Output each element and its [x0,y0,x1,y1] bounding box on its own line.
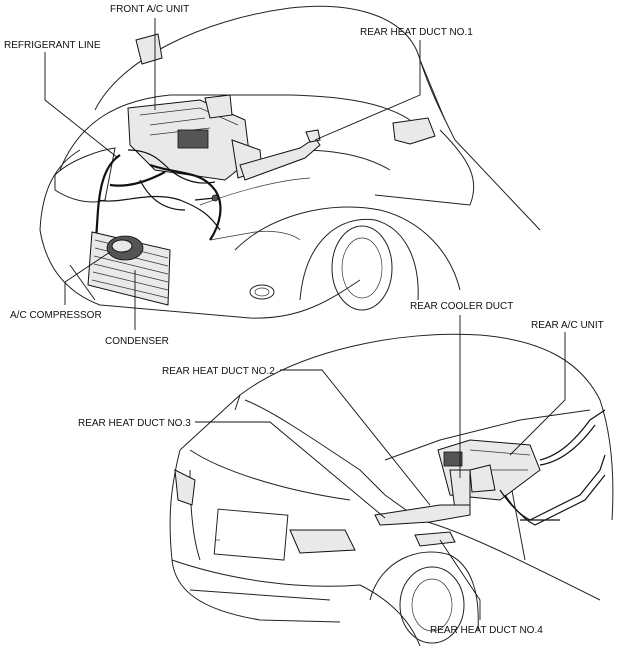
label-rear-ac-unit: REAR A/C UNIT [531,320,604,331]
ac-compressor-graphic [106,235,144,261]
label-front-ac-unit: FRONT A/C UNIT [110,4,189,15]
label-rear-heat-duct-no2: REAR HEAT DUCT NO.2 [162,366,275,377]
label-rear-heat-duct-no3: REAR HEAT DUCT NO.3 [78,418,191,429]
label-refrigerant-line: REFRIGERANT LINE [4,40,101,51]
rear-vehicle-outline [169,333,614,646]
rear-ac-pipes [499,409,606,526]
label-ac-compressor: A/C COMPRESSOR [10,310,102,321]
leader-lines [44,18,566,620]
label-condenser: CONDENSER [105,336,169,347]
front-vehicle-outline [39,5,541,319]
label-rear-heat-duct-no1: REAR HEAT DUCT NO.1 [360,27,473,38]
label-rear-heat-duct-no4: REAR HEAT DUCT NO.4 [430,625,543,636]
label-rear-cooler-duct: REAR COOLER DUCT [410,301,513,312]
refrigerant-line-graphic [94,149,222,241]
rear-heat-duct-graphic [374,504,471,547]
